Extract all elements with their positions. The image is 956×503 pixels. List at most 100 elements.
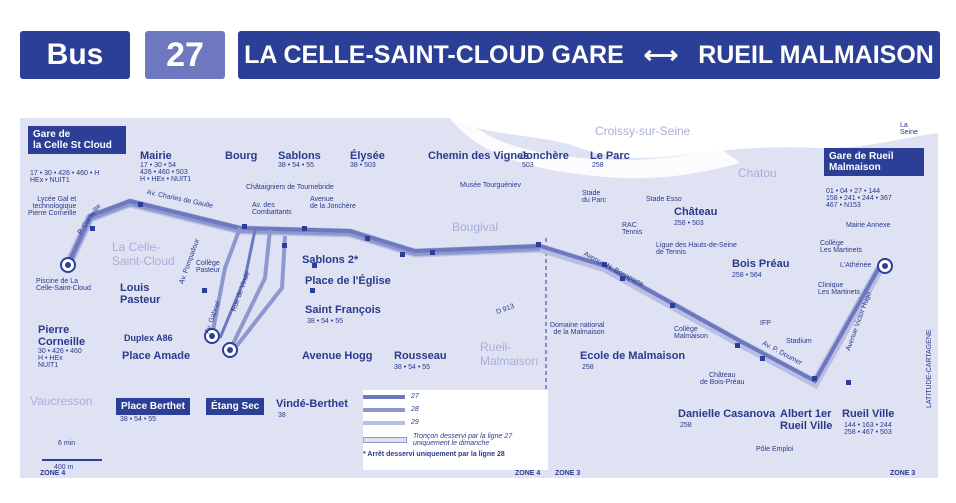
area-vaucresson: Vaucresson [30, 394, 93, 408]
legend-note: * Arrêt desservi uniquement par la ligne… [363, 451, 505, 458]
legend-swatch-27 [363, 394, 405, 399]
poi-college-pasteur: Collège Pasteur [196, 260, 221, 274]
stop-duplex: Duplex A86 [124, 333, 173, 343]
lines-elysee: 38 • 503 [350, 162, 376, 169]
scale-walk: 6 min [58, 440, 76, 447]
stop-sablons2: Sablons 2* [302, 254, 359, 266]
stop-place-eglise: Place de l'Église [305, 275, 391, 287]
seine-river [450, 118, 938, 158]
lines-pierre-corneille: 30 • 426 • 460 H • HEx NUIT1 [38, 348, 82, 369]
line-number-badge: 27 [145, 31, 225, 79]
street-jonchere: Avenue de la Jonchère [310, 196, 356, 210]
poi-college-martinets: Collège Les Martinets [820, 240, 863, 254]
lines-ecole-malmaison: 258 [582, 364, 594, 371]
poi-chataigniers: Châtaigniers de Tournebride [246, 184, 334, 191]
poi-stadium: Stadium [786, 338, 812, 345]
credit: LATITUDE-CARTAGENE [926, 329, 933, 408]
stop-bourg: Bourg [225, 150, 258, 162]
legend-27: 27 [411, 393, 419, 400]
lines-mairie: 17 • 30 • 54 426 • 460 • 503 H • HEx • N… [140, 162, 192, 183]
legend-29: 29 [411, 419, 419, 426]
legend-sunday: Tronçon desservi par la ligne 27 uniquem… [413, 433, 513, 447]
poi-mairie-annexe: Mairie Annexe [846, 222, 891, 229]
area-la-celle: La Celle- Saint-Cloud [112, 240, 175, 268]
poi-lycee: Lycée Gal et technologique Pierre Cornei… [28, 196, 77, 217]
line-27-branch [218, 229, 257, 339]
origin-label: LA CELLE-SAINT-CLOUD GARE [244, 40, 624, 69]
lines-gare-rueil: 01 • 04 • 27 • 144 158 • 241 • 244 • 367… [826, 188, 892, 209]
stop-gare-rueil: Gare de Rueil Malmaison [824, 148, 924, 176]
stop-jonchere: Jonchère [520, 150, 569, 162]
mode-badge: Bus [20, 31, 130, 79]
lines-gare-celle: 17 • 30 • 426 • 460 • H HEx • NUIT1 [30, 170, 100, 184]
scale-distance: 400 m [54, 464, 74, 471]
legend: 27 28 29 Tronçon desservi par la ligne 2… [363, 390, 548, 470]
stop-etang-sec: Étang Sec [206, 398, 265, 415]
route-banner: LA CELLE-SAINT-CLOUD GARE ⟷ RUEIL MALMAI… [238, 31, 940, 79]
route-map: Croissy-sur-Seine Chatou Bougival La Cel… [20, 118, 938, 478]
stop-pierre-corneille: Pierre Corneille [38, 324, 86, 348]
poi-chateau-bois: Château de Bois-Préau [700, 372, 745, 386]
poi-stade-esso: Stade Esso [646, 196, 682, 203]
line-28-branch [210, 227, 287, 351]
stop-place-berthet: Place Berthet [116, 398, 190, 415]
street-combattants: Av. des Combattants [252, 202, 292, 216]
stop-markers [90, 202, 851, 385]
legend-swatch-28 [363, 407, 405, 412]
poi-clinique: Clinique Les Martinets [818, 282, 861, 296]
lines-rousseau: 38 • 54 • 55 [394, 364, 431, 371]
line-27-path [66, 198, 882, 384]
lines-saint-francois: 38 • 54 • 55 [307, 318, 344, 325]
stop-bois-preau: Bois Préau [732, 258, 790, 270]
stop-danielle: Danielle Casanova [678, 408, 776, 420]
lines-vinde: 38 [278, 412, 286, 419]
stop-rousseau: Rousseau [394, 350, 447, 362]
stop-louis-pasteur: Louis Pasteur [120, 282, 161, 306]
poi-athenee: L'Athénée [840, 262, 872, 269]
lines-le-parc: 258 [592, 162, 604, 169]
stop-place-amade: Place Amade [122, 350, 191, 362]
lines-chateau: 258 • 503 [674, 220, 704, 227]
poi-pole-emploi: Pôle Emploi [756, 446, 794, 453]
stop-chateau: Château [674, 206, 718, 218]
stop-sablons: Sablons [278, 150, 321, 162]
poi-rac: RAC Tennis [622, 222, 643, 236]
destination-label: RUEIL MALMAISON [698, 40, 934, 69]
area-chatou: Chatou [738, 166, 777, 180]
poi-tourgueniev: Musée Tourguéniev [460, 182, 521, 189]
bidirectional-arrow-icon: ⟷ [643, 41, 679, 69]
zone-3-right: ZONE 3 [890, 470, 916, 477]
stop-chemin-vignes: Chemin des Vignes [428, 150, 530, 162]
stop-rueil-ville: Rueil Ville [842, 408, 895, 420]
stop-ecole-malmaison: Ecole de Malmaison [580, 350, 686, 362]
poi-stade-parc: Stade du Parc [582, 190, 607, 204]
poi-college-malmaison: Collège Malmaison [674, 326, 708, 340]
legend-28: 28 [411, 406, 419, 413]
stop-avenue-hogg: Avenue Hogg [302, 350, 373, 362]
legend-swatch-sunday [363, 437, 407, 443]
stop-albert: Albert 1er Rueil Ville [780, 408, 833, 432]
stop-saint-francois: Saint François [305, 304, 381, 316]
lines-danielle: 258 [680, 422, 692, 429]
lines-bois-preau: 258 • 564 [732, 272, 762, 279]
area-rueil: Rueil- Malmaison [480, 340, 539, 368]
lines-sablons: 38 • 54 • 55 [278, 162, 315, 169]
area-bougival: Bougival [452, 220, 499, 234]
lines-jonchere: 503 [522, 162, 534, 169]
seine-river-arm [450, 118, 740, 179]
stop-mairie: Mairie [140, 150, 172, 162]
stop-elysee: Élysée [350, 150, 385, 162]
stop-gare-celle: Gare de la Celle St Cloud [28, 126, 126, 154]
legend-swatch-29 [363, 420, 405, 425]
zone-4-left: ZONE 4 [40, 470, 66, 477]
zone-4-right: ZONE 4 [515, 470, 541, 477]
lines-rueil-ville: 144 • 163 • 244 258 • 467 • 503 [844, 422, 892, 436]
poi-piscine: Piscine de La Celle-Saint-Cloud [36, 278, 91, 292]
poi-ligue: Ligue des Hauts-de-Seine de Tennis [656, 242, 737, 256]
lines-place-berthet: 38 • 54 • 55 [120, 416, 157, 423]
area-croissy: Croissy-sur-Seine [595, 124, 691, 138]
stop-le-parc: Le Parc [590, 150, 630, 162]
stop-vinde: Vindé-Berthet [276, 398, 348, 410]
poi-ifp: IFP [760, 320, 771, 327]
zone-3-left: ZONE 3 [555, 470, 581, 477]
